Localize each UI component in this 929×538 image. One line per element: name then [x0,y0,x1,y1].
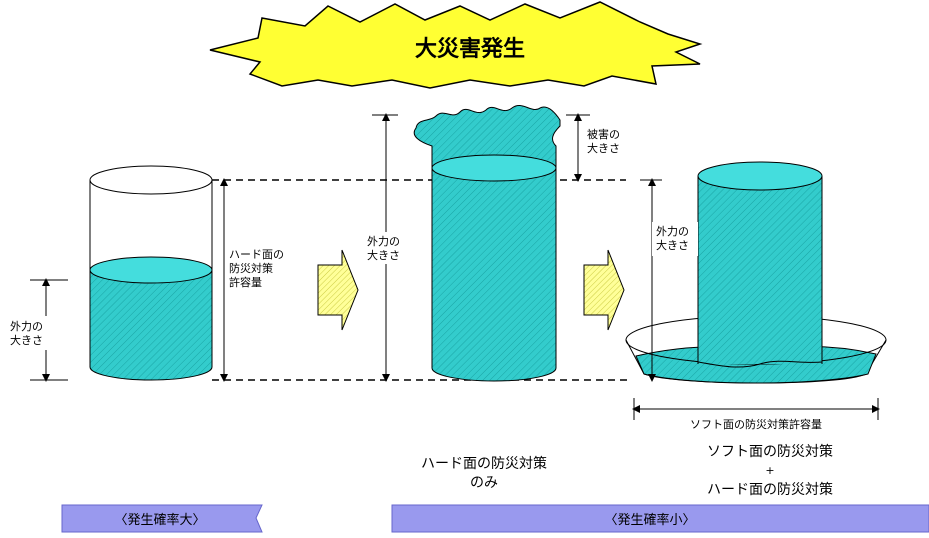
right-cylinder-with-basin [625,161,887,384]
right-force-dimension: 外力の 大きさ [640,178,698,382]
hard-tolerance-label-2: 防災対策 [229,261,273,275]
banner-high-probability: 〈発生確率大〉 [61,504,263,533]
soft-tolerance-label: ソフト面の防災対策許容量 [690,417,822,431]
middle-caption-1: ハード面の防災対策 [421,455,547,472]
title-burst: 大災害発生 [209,1,703,89]
middle-caption-2: のみ [470,475,498,491]
damage-label-2: 大きさ [587,141,620,155]
left-force-label-2: 大きさ [10,333,43,347]
damage-dimension: 被害の 大きさ [566,113,620,182]
banner-high-label: 〈発生確率大〉 [114,512,205,528]
banner-low-probability: 〈発生確率小〉 [391,504,929,533]
starburst-shape [209,1,703,89]
right-arrow-icon-2 [583,249,625,331]
right-arrow-icon [317,249,359,331]
right-force-label-1: 外力の [656,225,689,238]
middle-force-label-1: 外力の [367,235,400,248]
title: 大災害発生 [415,36,525,62]
hard-tolerance-label-3: 許容量 [229,275,262,289]
left-cylinder [89,165,213,381]
right-caption-2: ハード面の防災対策 [707,481,833,498]
right-caption-1: ソフト面の防災対策 [707,443,833,460]
left-force-dimension: 外力の 大きさ [6,278,68,382]
right-force-label-2: 大きさ [656,238,689,252]
right-caption-plus: + [765,464,774,477]
damage-label-1: 被害の [587,127,620,141]
hard-tolerance-label-1: ハード面の [229,248,284,261]
hard-tolerance-dimension: ハード面の 防災対策 許容量 [220,178,284,382]
banner-low-label: 〈発生確率小〉 [604,512,695,528]
middle-force-label-2: 大きさ [367,248,400,262]
middle-force-dimension: 外力の 大きさ [366,113,410,382]
middle-cylinder [413,104,561,382]
soft-tolerance-dimension: ソフト面の防災対策許容量 [632,398,880,431]
left-force-label-1: 外力の [10,320,43,333]
